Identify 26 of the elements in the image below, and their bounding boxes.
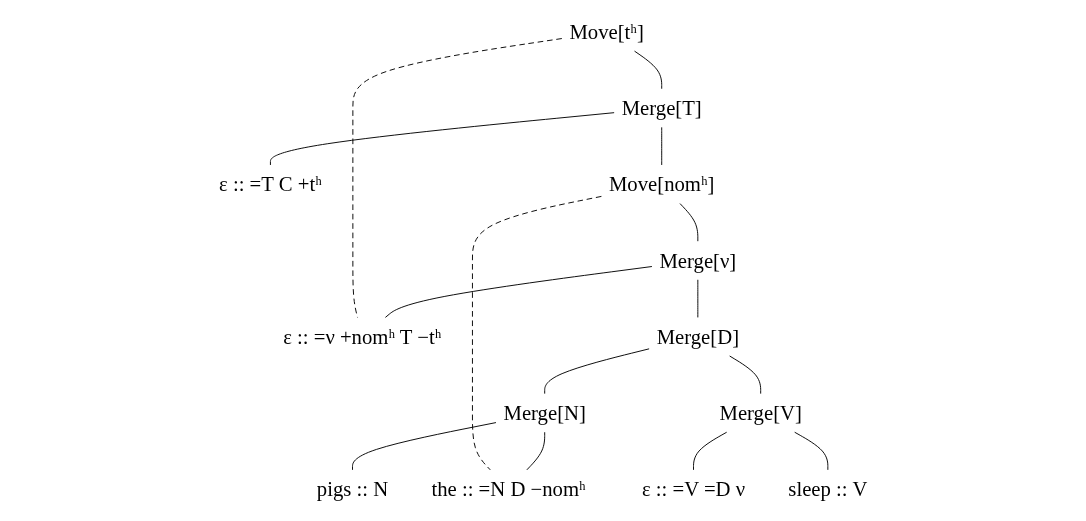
node-text: Merge[V] — [719, 401, 802, 425]
node-text: sleep :: V — [788, 477, 868, 501]
connector — [679, 203, 699, 242]
connector — [661, 126, 662, 166]
connector — [633, 50, 662, 90]
connector — [352, 38, 563, 318]
connector — [544, 348, 650, 395]
node-text: ε :: =T C +tʰ — [218, 172, 322, 197]
connector — [384, 266, 653, 318]
node-text: the :: =N D −nomʰ — [431, 477, 586, 501]
node-text: pigs :: N — [316, 477, 388, 501]
connector — [269, 112, 615, 166]
node-text: Merge[ν] — [659, 248, 737, 273]
node-text: ε :: =V =D ν — [641, 477, 745, 501]
node-text: Move[tʰ] — [569, 20, 644, 44]
node-text: Move[nomʰ] — [608, 172, 715, 197]
node-text: Merge[T] — [621, 96, 702, 120]
connector — [729, 355, 761, 395]
connector — [794, 431, 829, 471]
connector — [526, 431, 545, 471]
connector — [471, 195, 602, 471]
connector — [351, 422, 497, 471]
node-text: ε :: =ν +nomʰ T −tʰ — [282, 324, 442, 349]
connector — [692, 431, 727, 471]
node-text: Merge[D] — [656, 324, 739, 349]
node-text: Merge[N] — [503, 401, 586, 425]
